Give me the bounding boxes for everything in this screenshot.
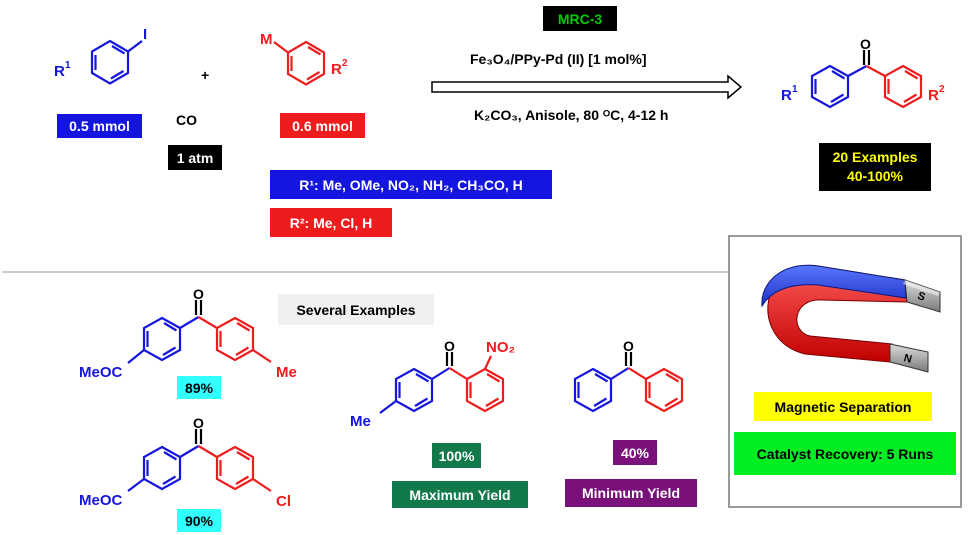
mrc-title-box: MRC-3 <box>543 6 617 31</box>
ex2-right-substituent: Cl <box>276 493 291 510</box>
svg-text:1: 1 <box>65 60 71 71</box>
r2-label-reactant: R 2 <box>331 58 348 78</box>
ex1-left-substituent: MeOC <box>79 364 123 381</box>
ex4-oxygen-label: O <box>623 338 634 354</box>
svg-text:R: R <box>331 61 342 78</box>
reaction-arrow <box>431 74 743 100</box>
metal-atom-label: M <box>260 31 273 48</box>
horseshoe-magnet-icon <box>761 264 941 373</box>
reactant1-amount-box: 0.5 mmol <box>57 114 142 138</box>
ex1-yield-badge: 89% <box>177 376 221 399</box>
svg-text:R: R <box>928 87 939 104</box>
svg-text:1: 1 <box>792 84 798 95</box>
co-label: CO <box>176 112 197 128</box>
example1-structure <box>127 300 272 364</box>
ex3-yield-badge: 100% <box>432 443 481 468</box>
reactant2-structure <box>273 40 326 86</box>
ex1-oxygen-label: O <box>193 286 204 302</box>
ex1-right-substituent: Me <box>276 364 297 381</box>
magnet-n-pole-label: N <box>902 352 913 366</box>
example3-structure <box>379 352 505 414</box>
examples-count: 20 Examples <box>832 149 918 165</box>
ex3-max-yield-box: Maximum Yield <box>392 481 528 508</box>
svg-text:R: R <box>54 63 65 80</box>
ex3-oxygen-label: O <box>444 338 455 354</box>
reactant2-amount-box: 0.6 mmol <box>280 113 365 138</box>
co-pressure-box: 1 atm <box>168 145 222 170</box>
r1-label-product: R 1 <box>781 84 798 104</box>
r1-substituents-box: R¹: Me, OMe, NO₂, NH₂, CH₃CO, H <box>270 170 552 199</box>
ex4-min-yield-box: Minimum Yield <box>565 479 697 507</box>
product-structure <box>810 50 923 109</box>
svg-text:2: 2 <box>939 84 945 95</box>
iodine-atom-label: I <box>143 26 147 43</box>
svg-text:R: R <box>781 87 792 104</box>
example2-structure <box>127 429 272 492</box>
examples-summary-box: 20 Examples 40-100% <box>819 143 931 191</box>
yield-range: 40-100% <box>846 168 904 184</box>
conditions-line: K₂CO₃, Anisole, 80 ᴼC, 4-12 h <box>474 107 669 123</box>
catalyst-recovery-box: Catalyst Recovery: 5 Runs <box>734 432 956 475</box>
plus-sign: + <box>201 67 210 83</box>
ex2-left-substituent: MeOC <box>79 492 123 509</box>
ex3-right-substituent: NO₂ <box>486 339 515 356</box>
example4-structure <box>573 352 684 413</box>
catalyst-line: Fe₃O₄/PPy-Pd (II) [1 mol%] <box>470 51 647 67</box>
svg-text:2: 2 <box>342 58 348 69</box>
r2-substituents-box: R²: Me, Cl, H <box>270 208 392 237</box>
magnetic-separation-box: Magnetic Separation <box>754 392 932 421</box>
r1-label-reactant: R 1 <box>54 60 71 80</box>
ex2-yield-badge: 90% <box>177 509 221 532</box>
reactant1-structure <box>90 39 143 85</box>
r2-label-product: R 2 <box>928 84 945 104</box>
ex3-left-substituent: Me <box>350 413 371 430</box>
product-oxygen-label: O <box>860 36 871 52</box>
magnet-s-pole-label: S <box>916 290 927 304</box>
ex4-yield-badge: 40% <box>613 440 657 465</box>
several-examples-header: Several Examples <box>278 294 434 325</box>
ex2-oxygen-label: O <box>193 415 204 431</box>
